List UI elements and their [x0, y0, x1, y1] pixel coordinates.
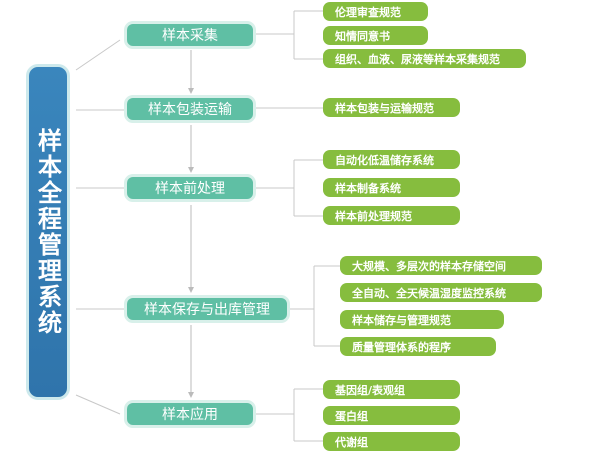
stage-collection: 样本采集	[124, 21, 256, 49]
leaf-item: 样本储存与管理规范	[340, 310, 504, 329]
leaf-item: 知情同意书	[323, 26, 428, 45]
stage-label: 样本应用	[162, 407, 218, 423]
root-label: 样本全程管理系统	[33, 128, 62, 336]
leaf-item: 蛋白组	[323, 406, 460, 425]
leaf-item: 自动化低温储存系统	[323, 150, 460, 169]
leaf-item: 样本包装与运输规范	[323, 98, 460, 117]
stage-label: 样本前处理	[155, 181, 225, 197]
leaf-item: 样本前处理规范	[323, 206, 460, 225]
stage-label: 样本保存与出库管理	[144, 302, 270, 318]
leaf-item: 伦理审查规范	[323, 2, 428, 21]
stage-application: 样本应用	[124, 400, 256, 428]
leaf-item: 全自动、全天候温湿度监控系统	[340, 283, 542, 302]
stage-label: 样本包装运输	[148, 102, 232, 118]
root-node: 样本全程管理系统	[26, 64, 70, 400]
stage-storage: 样本保存与出库管理	[124, 295, 290, 323]
leaf-item: 质量管理体系的程序	[340, 337, 496, 356]
stage-preprocessing: 样本前处理	[124, 174, 256, 202]
leaf-item: 基因组/表观组	[323, 380, 460, 399]
leaf-item: 样本制备系统	[323, 178, 460, 197]
leaf-item: 大规模、多层次的样本存储空间	[340, 256, 542, 275]
stage-transport: 样本包装运输	[124, 95, 256, 123]
stage-label: 样本采集	[162, 28, 218, 44]
leaf-item: 组织、血液、尿液等样本采集规范	[323, 49, 526, 68]
leaf-item: 代谢组	[323, 432, 460, 451]
